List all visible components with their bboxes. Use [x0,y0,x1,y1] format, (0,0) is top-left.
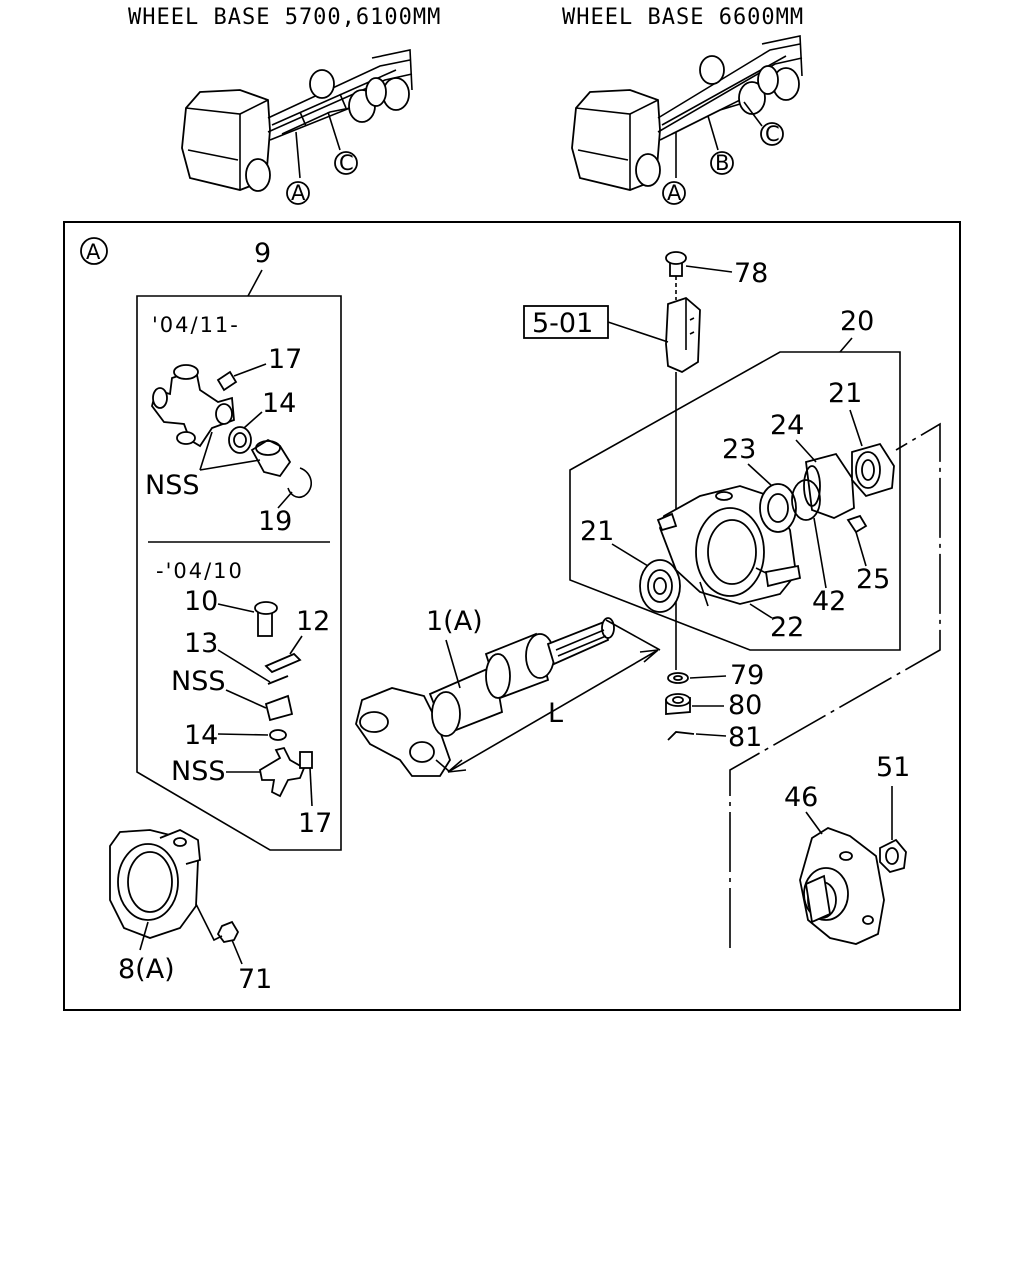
marker-c-left: C [339,151,356,175]
flange-yoke-8a: 8(A) 71 [109,829,272,995]
label-8a: 8(A) [118,954,175,985]
marker-a-right: A [667,181,683,205]
marker-b-right: B [715,151,731,175]
label-80: 80 [728,690,762,721]
label-1a: 1(A) [426,606,483,637]
label-22: 22 [770,612,804,643]
label-10: 10 [184,586,218,617]
label-42: 42 [812,586,846,617]
label-78: 78 [734,258,768,289]
label-nss-1: NSS [145,470,199,501]
header-wheelbase-left: WHEEL BASE 5700,6100MM [128,5,441,30]
label-19: 19 [258,506,292,537]
header-wheelbase-right: WHEEL BASE 6600MM [562,5,804,30]
marker-c-right: C [765,122,782,146]
label-23: 23 [722,434,756,465]
label-79: 79 [730,660,764,691]
label-9: 9 [254,238,271,269]
center-bearing-box-20: 20 22 21 23 24 42 21 [569,306,901,651]
label-12: 12 [296,606,330,637]
main-frame [63,221,961,1011]
label-24: 24 [770,410,804,441]
label-25: 25 [856,564,890,595]
label-71: 71 [238,964,272,995]
label-17-bot: 17 [298,808,332,839]
kit-box-9: 9 '04/11- -'04/10 17 14 NSS 19 10 12 [136,238,342,851]
companion-flange-box: 46 51 [729,422,941,948]
label-17-top: 17 [268,344,302,375]
label-14-bot: 14 [184,720,218,751]
label-14-top: 14 [262,388,296,419]
label-nss-3: NSS [171,756,225,787]
label-nss-2: NSS [171,666,225,697]
propeller-shaft-1a: 1(A) L [355,606,661,777]
label-kit-old-range: -'04/10 [156,559,244,583]
label-51: 51 [876,752,910,783]
marker-a-main: A [86,240,102,264]
label-20: 20 [840,306,874,337]
label-13: 13 [184,628,218,659]
fastener-set: 79 80 81 [665,660,764,753]
label-dimension-l: L [548,698,563,729]
label-46: 46 [784,782,818,813]
label-21-left: 21 [580,516,614,547]
label-kit-new-range: '04/11- [152,313,240,337]
label-21-right: 21 [828,378,862,409]
bracket-assembly: 78 5-01 [523,251,768,670]
marker-a-left: A [291,181,307,205]
label-81: 81 [728,722,762,753]
truck-overview-right: A B C [571,35,803,205]
truck-overview-left: A C [181,49,413,205]
label-5-01: 5-01 [532,308,593,339]
